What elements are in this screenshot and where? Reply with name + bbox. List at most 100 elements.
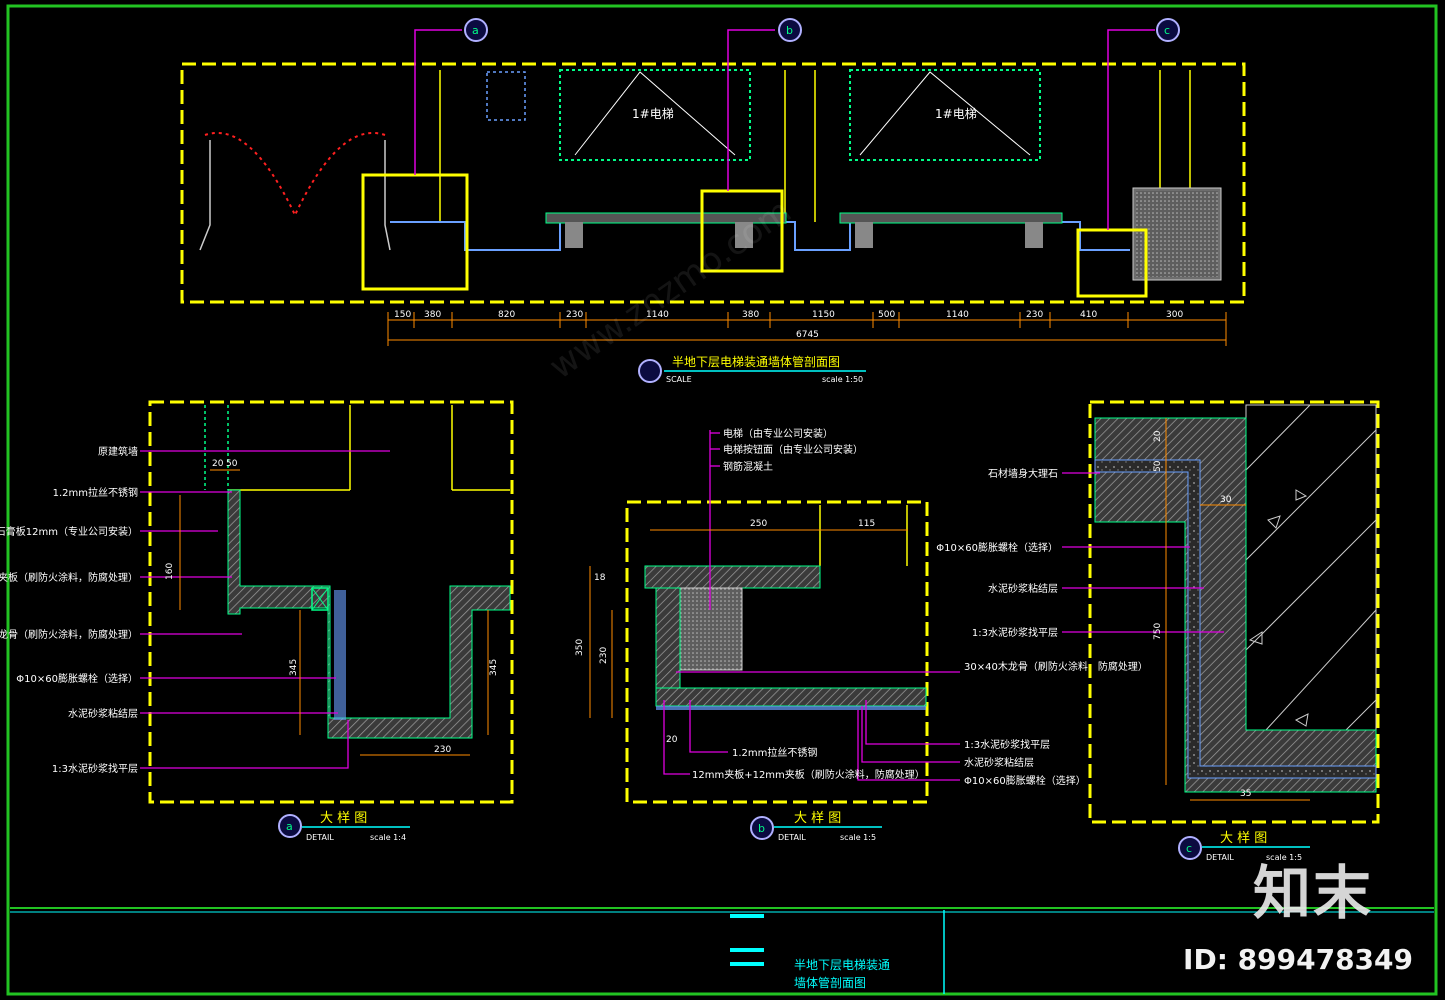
dim-label: 1140 <box>646 310 669 320</box>
detail-c-subtitle: DETAIL <box>1206 853 1234 862</box>
section-title: 半地下层电梯装通墙体管剖面图 <box>672 354 840 369</box>
note-text: 石膏板12mm（专业公司安装） <box>0 525 138 538</box>
callout-label-a: a <box>472 24 479 37</box>
lift-car-left <box>574 71 736 156</box>
dim-label: 18 <box>594 573 606 583</box>
timber-batten-cross <box>311 587 329 611</box>
dimension-ticks <box>387 312 1227 346</box>
detail-b-scale: scale 1:5 <box>840 833 876 842</box>
detail-c-leaders <box>1062 472 1224 633</box>
callout-label-b: b <box>786 24 793 37</box>
detail-a-notes: 原建筑墙 1.2mm拉丝不锈钢 石膏板12mm（专业公司安装） 9mm夹板（刷防… <box>0 445 138 775</box>
note-text: 原建筑墙 <box>98 445 138 458</box>
dim-label: 300 <box>1166 310 1183 320</box>
dim-label: 380 <box>742 310 759 320</box>
dim-label: 20 <box>1153 430 1163 442</box>
dim-label: 750 <box>1153 623 1163 640</box>
note-text: 电梯按钮面（由专业公司安装） <box>723 443 863 456</box>
dim-label: 250 <box>750 519 767 529</box>
finish-layer <box>334 590 346 720</box>
dim-label: 410 <box>1080 310 1097 320</box>
dim-label: 20 <box>212 459 224 469</box>
note-text: Φ10×60膨胀螺栓（选择） <box>964 774 1086 787</box>
detail-b: 电梯（由专业公司安装） 电梯按钮面（由专业公司安装） 钢筋混凝土 30×40木龙… <box>575 427 1148 842</box>
callout-bubble-c <box>1156 18 1180 42</box>
detail-b-dims <box>589 529 908 718</box>
lift-label-left: 1#电梯 <box>632 107 674 121</box>
detail-c-dim-labels: 20 50 30 750 35 <box>1153 430 1251 799</box>
dim-label: 20 <box>666 735 678 745</box>
concrete-slab <box>644 565 821 589</box>
lift-shaft-left <box>559 69 751 161</box>
note-text: 1:3水泥砂浆找平层 <box>52 762 138 775</box>
section-title-bubble <box>638 359 662 383</box>
detail-b-notes-bottom: 1.2mm拉丝不锈钢 12mm夹板+12mm夹板（刷防火涂料，防腐处理） <box>692 746 925 781</box>
finish-layer <box>656 706 926 710</box>
dim-label: 35 <box>1240 789 1251 799</box>
detail-a-leaders <box>140 450 390 769</box>
main-elevation-frame <box>180 62 1246 304</box>
timber-batten <box>311 587 329 611</box>
note-text: 石材墙身大理石 <box>988 467 1058 480</box>
detail-box-c <box>1076 228 1148 298</box>
dim-label: 345 <box>289 659 299 676</box>
dim-label: 1140 <box>946 310 969 320</box>
dim-label: 150 <box>394 310 411 320</box>
note-text: 12mm夹板+12mm夹板（刷防火涂料，防腐处理） <box>692 768 925 781</box>
lift-car-right <box>859 71 1031 156</box>
lift-shaft-right <box>849 69 1041 161</box>
note-text: 水泥砂浆粘结层 <box>964 756 1034 769</box>
wall-core <box>655 587 681 689</box>
concrete-diagonals <box>1245 404 1377 731</box>
detail-c-notes: 石材墙身大理石 Φ10×60膨胀螺栓（选择） 水泥砂浆粘结层 1:3水泥砂浆找平… <box>936 467 1058 639</box>
dimension-labels: 150 380 820 230 1140 380 1150 500 1140 2… <box>394 310 1183 340</box>
note-text: 1.2mm拉丝不锈钢 <box>53 486 138 499</box>
wall-line <box>390 221 1130 251</box>
title-block-logo-bar <box>730 962 764 966</box>
callout-bubble-b <box>778 18 802 42</box>
door-swing-left <box>204 132 296 216</box>
note-text: 水泥砂浆粘结层 <box>988 582 1058 595</box>
callout-leader-b <box>727 29 775 191</box>
detail-c-title: 大 样 图 <box>1220 831 1267 846</box>
note-text: Φ10×60膨胀螺栓（选择） <box>16 672 138 685</box>
note-text: 钢筋混凝土 <box>723 460 773 473</box>
title-block-line-1: 半地下层电梯装通 <box>794 958 890 972</box>
concrete-core <box>1245 404 1377 731</box>
dim-label: 350 <box>575 639 585 656</box>
callout-leader-a <box>414 29 462 175</box>
note-text: 水泥砂浆粘结层 <box>68 707 138 720</box>
dim-label: 50 <box>226 459 238 469</box>
callout-leader-c <box>1107 29 1155 230</box>
detail-a-dims <box>179 469 489 756</box>
section-subtitle: SCALE <box>666 375 692 384</box>
dim-label: 230 <box>1026 310 1043 320</box>
title-block-logo-bar <box>730 914 764 918</box>
dim-label: 230 <box>599 647 609 664</box>
detail-b-bubble-label: b <box>758 822 765 835</box>
door-frame <box>199 140 211 251</box>
note-text: 1:3水泥砂浆找平层 <box>964 738 1050 751</box>
jamb-block <box>855 222 873 248</box>
dim-label: 115 <box>858 519 875 529</box>
mortar-bed <box>1094 459 1377 779</box>
dim-label: 230 <box>566 310 583 320</box>
watermark-brand: 知末 <box>1252 859 1373 927</box>
lift-door-frame <box>545 212 787 224</box>
callout-bubble-a <box>464 18 488 42</box>
dim-label: 50 <box>1153 460 1163 472</box>
dim-total: 6745 <box>796 330 819 340</box>
title-block-line-2: 墙体管剖面图 <box>794 975 866 990</box>
jamb-block <box>735 222 753 248</box>
detail-c-bubble-label: c <box>1186 842 1192 855</box>
note-text: 30×30木龙骨（刷防火涂料，防腐处理） <box>0 628 138 641</box>
detail-a-frame <box>148 400 514 804</box>
dim-label: 1150 <box>812 310 835 320</box>
detail-b-leaders <box>663 430 960 781</box>
lift-button-box <box>679 587 743 671</box>
lift-door-frame <box>839 212 1063 224</box>
section-scale: scale 1:50 <box>822 375 863 384</box>
detail-a-title: 大 样 图 <box>320 811 367 826</box>
dim-label: 345 <box>489 659 499 676</box>
lift-label-right: 1#电梯 <box>935 107 977 121</box>
